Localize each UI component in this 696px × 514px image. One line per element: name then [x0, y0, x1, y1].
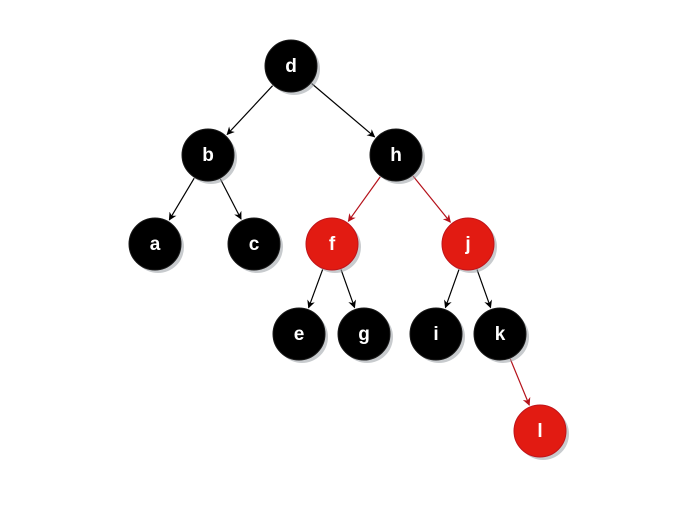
node-c[interactable]: c: [227, 217, 283, 273]
node-label: i: [433, 324, 438, 345]
edge-d-h: [311, 83, 376, 138]
node-i[interactable]: i: [409, 307, 465, 363]
node-circle: [441, 217, 495, 271]
node-circle: [305, 217, 359, 271]
node-circle: [513, 404, 567, 458]
node-d[interactable]: d: [264, 39, 320, 95]
node-label: j: [464, 234, 470, 255]
edge-h-f: [347, 176, 381, 222]
node-label: f: [329, 234, 336, 255]
node-label: b: [202, 145, 214, 166]
node-label: k: [495, 324, 506, 345]
node-circle: [369, 128, 423, 182]
edge-d-b: [226, 85, 274, 136]
node-f[interactable]: f: [305, 217, 361, 273]
node-circle: [181, 128, 235, 182]
node-label: l: [537, 421, 542, 442]
edge-b-a: [168, 177, 195, 221]
node-label: g: [358, 324, 370, 345]
node-label: d: [285, 56, 297, 77]
nodes-layer: d b h a c f j e g i k l: [128, 39, 569, 460]
edge-f-e: [307, 269, 324, 309]
node-circle: [272, 307, 326, 361]
node-label: c: [249, 234, 260, 255]
edge-j-k: [476, 269, 492, 309]
edge-b-c: [219, 178, 242, 220]
node-label: a: [150, 234, 161, 255]
node-circle: [264, 39, 318, 93]
node-circle: [227, 217, 281, 271]
node-j[interactable]: j: [441, 217, 497, 273]
edge-j-i: [444, 269, 460, 309]
node-l[interactable]: l: [513, 404, 569, 460]
edge-k-l: [509, 358, 531, 406]
node-circle: [409, 307, 463, 361]
node-circle: [128, 217, 182, 271]
edge-h-j: [412, 175, 451, 223]
node-h[interactable]: h: [369, 128, 425, 184]
node-g[interactable]: g: [337, 307, 393, 363]
node-label: e: [294, 324, 305, 345]
node-circle: [337, 307, 391, 361]
node-e[interactable]: e: [272, 307, 328, 363]
node-circle: [473, 307, 527, 361]
edges-layer: [168, 83, 531, 406]
node-k[interactable]: k: [473, 307, 529, 363]
node-a[interactable]: a: [128, 217, 184, 273]
node-b[interactable]: b: [181, 128, 237, 184]
node-label: h: [390, 145, 402, 166]
edge-f-g: [340, 269, 356, 309]
